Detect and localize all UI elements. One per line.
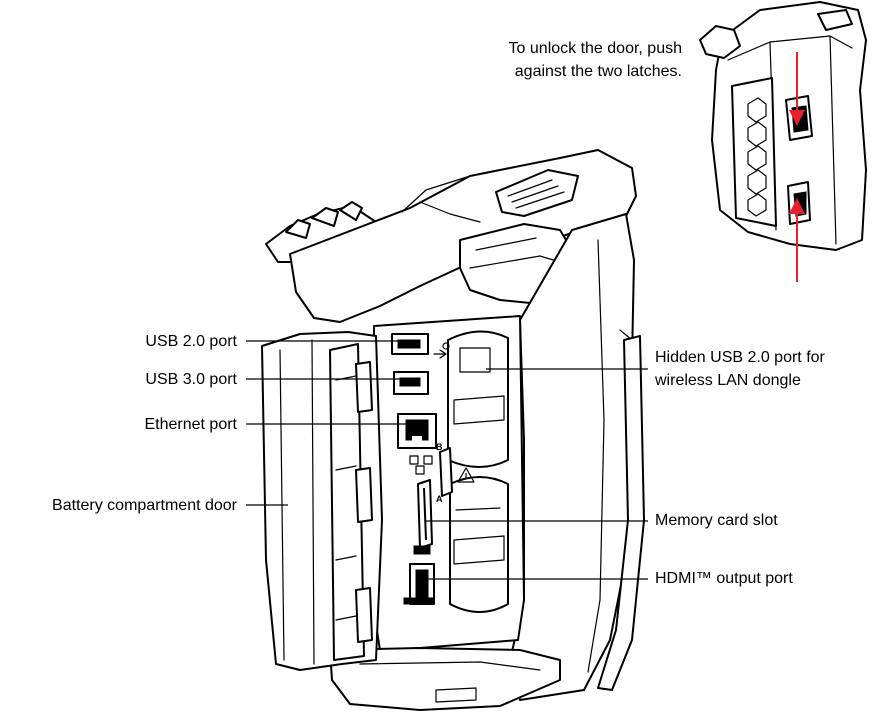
- svg-text:A: A: [436, 494, 443, 504]
- label-memory-card-slot: Memory card slot: [655, 512, 778, 529]
- label-battery-compartment-door: Battery compartment door: [52, 497, 237, 514]
- sd-symbol-icon: [413, 545, 431, 555]
- label-usb-3-port: USB 3.0 port: [145, 371, 237, 388]
- label-ethernet-port: Ethernet port: [144, 416, 238, 433]
- label-hidden-usb-line1: Hidden USB 2.0 port for: [655, 349, 825, 366]
- network-symbol-icon: [409, 455, 433, 475]
- inset-caption-line1: To unlock the door, push: [508, 40, 682, 57]
- usb-3-port: [393, 371, 429, 395]
- latch-arrow-top-icon: [789, 52, 805, 126]
- ethernet-port: [397, 413, 437, 449]
- hdmi-output-port: [409, 563, 435, 605]
- inset-latch-detail: [699, 1, 867, 282]
- usb-2-port: [391, 333, 429, 355]
- label-hdmi-output-port: HDMI™ output port: [655, 570, 793, 587]
- svg-text:B: B: [436, 442, 443, 452]
- a-b-switch: B A: [436, 442, 453, 504]
- latch-arrow-bottom-icon: [789, 198, 805, 282]
- label-hidden-usb-line2: wireless LAN dongle: [655, 372, 801, 389]
- memory-card-slot: [417, 479, 433, 549]
- inset-caption-line2: against the two latches.: [514, 63, 682, 80]
- warning-triangle-icon: [457, 467, 475, 483]
- usb-symbol-icon: [433, 342, 450, 359]
- label-usb-2-port: USB 2.0 port: [145, 333, 237, 350]
- hdmi-symbol-icon: [403, 597, 435, 605]
- battery-compartment-door: [261, 331, 383, 671]
